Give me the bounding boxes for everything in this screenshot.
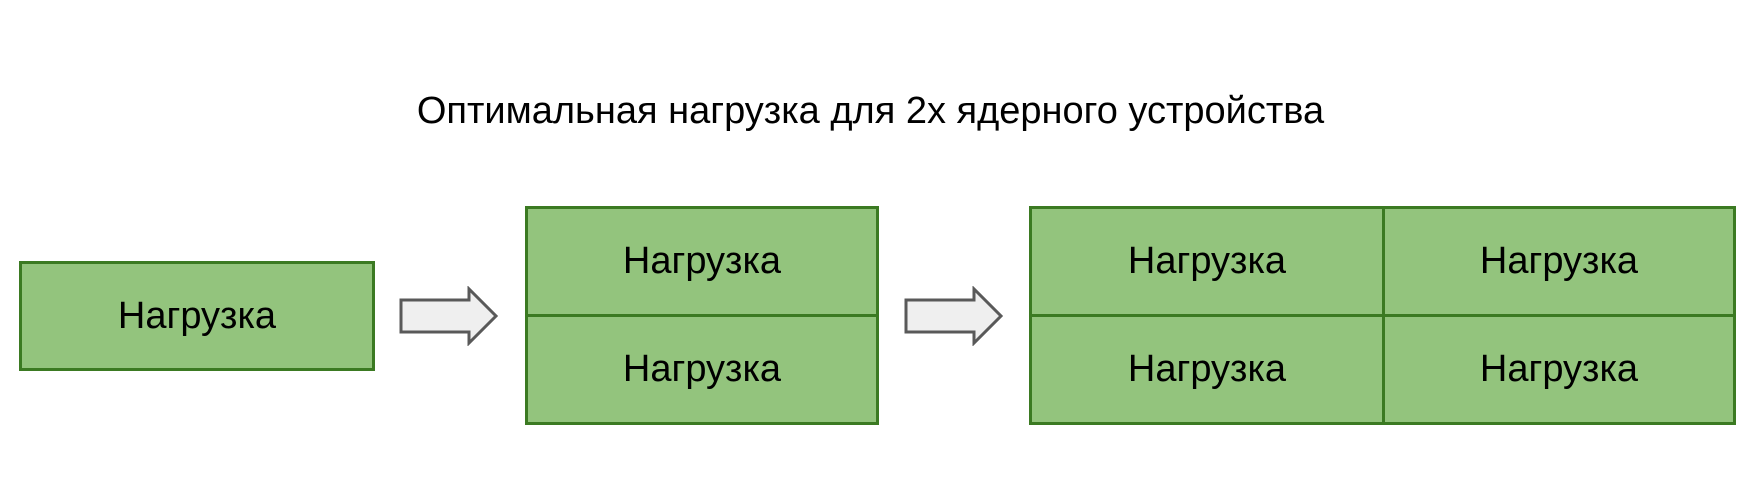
arrow-right-icon bbox=[904, 286, 1004, 346]
load-box-grid-bottom-right: Нагрузка bbox=[1382, 314, 1736, 425]
load-box-grid-top-right: Нагрузка bbox=[1382, 206, 1736, 317]
load-box-dual-bottom: Нагрузка bbox=[525, 314, 879, 425]
load-box-single: Нагрузка bbox=[19, 261, 375, 371]
diagram-title: Оптимальная нагрузка для 2х ядерного уст… bbox=[0, 88, 1753, 134]
arrow-right-icon bbox=[399, 286, 499, 346]
load-box-grid-bottom-left: Нагрузка bbox=[1029, 314, 1385, 425]
load-box-grid-top-left: Нагрузка bbox=[1029, 206, 1385, 317]
diagram-title-text: Оптимальная нагрузка для 2х ядерного уст… bbox=[416, 90, 1325, 132]
load-box-dual-top: Нагрузка bbox=[525, 206, 879, 317]
